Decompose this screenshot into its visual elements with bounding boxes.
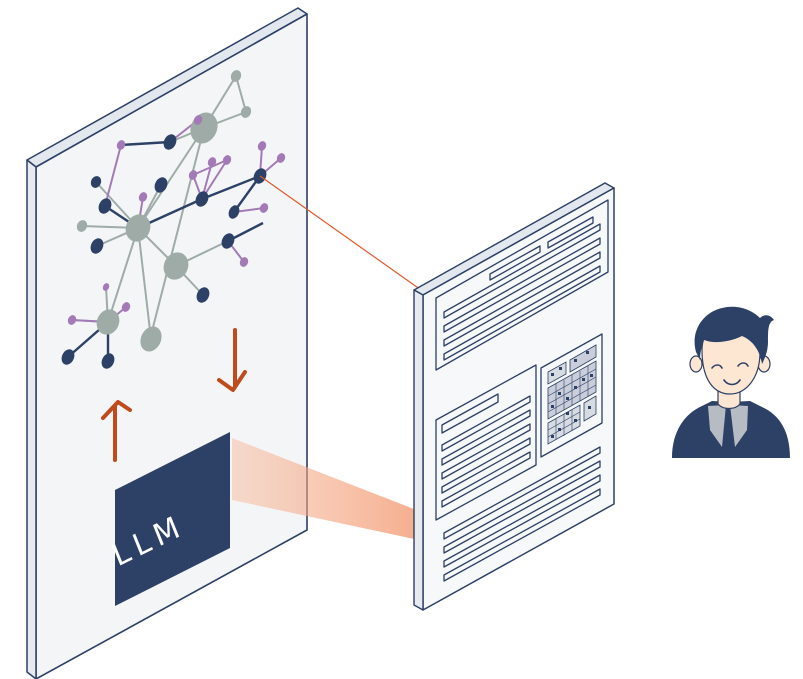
down-arrow-icon [217,328,247,392]
up-arrow-icon [101,400,132,462]
document-icon [413,182,615,611]
grid-figure [547,344,597,445]
llm-box: LLM [108,432,230,606]
left-panel [26,7,308,679]
llm-beam [232,438,442,545]
person-icon [672,306,790,458]
